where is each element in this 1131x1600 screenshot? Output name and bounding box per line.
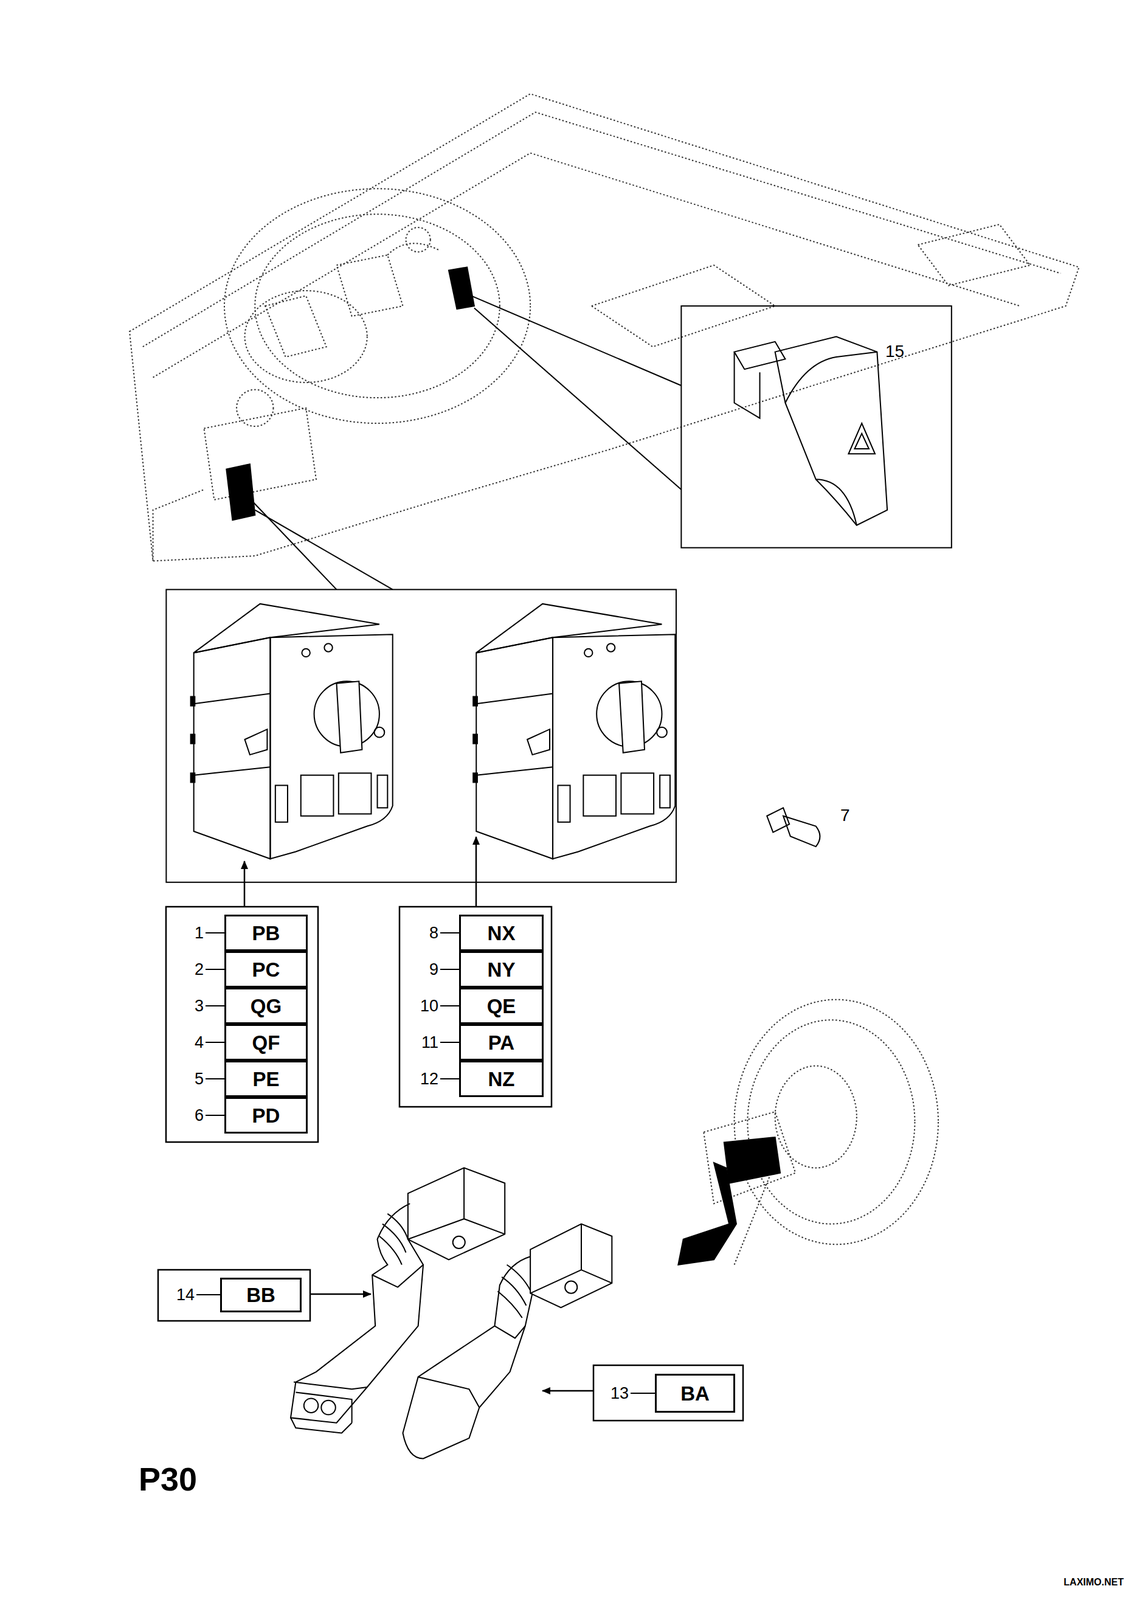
part-code: QF	[252, 1032, 281, 1053]
part-code-box: PC	[224, 951, 308, 988]
part-code-box: PE	[224, 1060, 308, 1097]
part-code-box: NY	[459, 951, 544, 988]
part-code-box: QE	[459, 987, 544, 1024]
callout-number: 10	[420, 996, 439, 1016]
part-code: QE	[487, 996, 517, 1017]
part-code: PA	[488, 1032, 515, 1053]
part-code-box: BB	[220, 1277, 302, 1313]
part-code: QG	[250, 996, 282, 1017]
part-code-box: BA	[654, 1373, 736, 1413]
callout-number: 14	[176, 1284, 195, 1305]
callout-number: 6	[194, 1105, 204, 1125]
page-id: P30	[138, 1459, 198, 1499]
callout-number: 1	[194, 923, 204, 943]
part-code: NZ	[488, 1068, 516, 1090]
callout-number: 12	[420, 1068, 439, 1089]
part-code-box: NZ	[459, 1060, 544, 1097]
part-code-box: PB	[224, 914, 308, 952]
callout-number: 4	[194, 1032, 204, 1052]
part-code: NX	[487, 923, 516, 944]
part-code: PE	[252, 1068, 280, 1090]
part-code: PD	[252, 1105, 281, 1126]
callout-number: 5	[194, 1068, 204, 1089]
watermark: LAXIMO.NET	[1063, 1576, 1124, 1588]
callout-number: 3	[194, 996, 204, 1016]
callout-number: 8	[429, 923, 439, 943]
callout-number: 2	[194, 959, 204, 979]
part-code-box: NX	[459, 914, 544, 952]
part-code-box: QG	[224, 987, 308, 1024]
part-code: BB	[246, 1284, 276, 1305]
part-code-box: QF	[224, 1023, 308, 1061]
part-code: PB	[252, 923, 281, 944]
callout-number: 13	[610, 1383, 629, 1403]
part-code: NY	[487, 959, 516, 980]
part-code-box: PA	[459, 1023, 544, 1061]
callout-number: 15	[885, 341, 905, 362]
callout-number: 11	[421, 1032, 439, 1052]
part-code: PC	[252, 959, 281, 980]
callout-number: 7	[840, 805, 851, 826]
part-code-box: PD	[224, 1096, 308, 1134]
part-code: BA	[680, 1383, 710, 1404]
callout-number: 9	[429, 959, 439, 979]
